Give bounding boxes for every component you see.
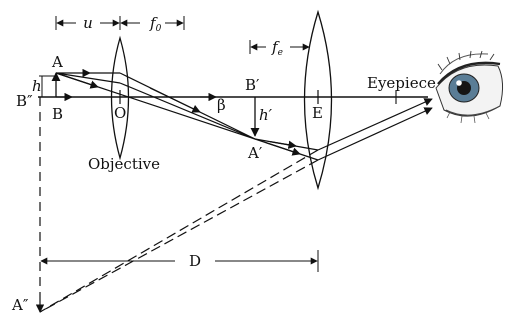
virtual-ray-1 (39, 149, 319, 313)
label-D: D (189, 252, 201, 270)
ray-A-low-2 (119, 82, 256, 140)
ray-A-low (55, 72, 121, 84)
label-A-double-prime: A″ (11, 296, 29, 314)
ray-Aprime-2-arrow (265, 142, 301, 156)
virtual-ray-2 (39, 159, 319, 313)
label-f0: f0 (149, 14, 162, 34)
objective-lens (110, 35, 130, 161)
label-h: h (32, 77, 42, 95)
emergent-ray-2 (317, 107, 433, 161)
label-h-prime: h′ (259, 106, 273, 124)
label-f0-main: f (149, 14, 158, 32)
label-B-double-prime: B″ (16, 92, 33, 110)
label-beta: β (217, 96, 226, 114)
label-A: A (51, 53, 63, 71)
emergent-ray-1 (317, 98, 433, 151)
label-E: E (312, 104, 323, 122)
eyepiece-lens (303, 9, 333, 191)
ray-Aprime-1-arrow (269, 140, 297, 149)
label-fe-sub: e (278, 48, 283, 58)
label-u: u (83, 14, 93, 32)
ray-refracted-arrow (149, 87, 201, 113)
label-fe: fe (271, 38, 283, 58)
label-f0-sub: 0 (156, 24, 162, 34)
label-objective: Objective (88, 155, 160, 173)
label-A-prime: A′ (247, 144, 263, 162)
ray-A-center-arrow (55, 72, 99, 89)
label-O: O (114, 104, 126, 122)
label-B-prime: B′ (245, 76, 260, 94)
eye-icon (435, 50, 504, 124)
label-B: B (52, 105, 63, 123)
label-eyepiece: Eyepiece (367, 74, 436, 92)
label-fe-main: f (271, 38, 280, 56)
